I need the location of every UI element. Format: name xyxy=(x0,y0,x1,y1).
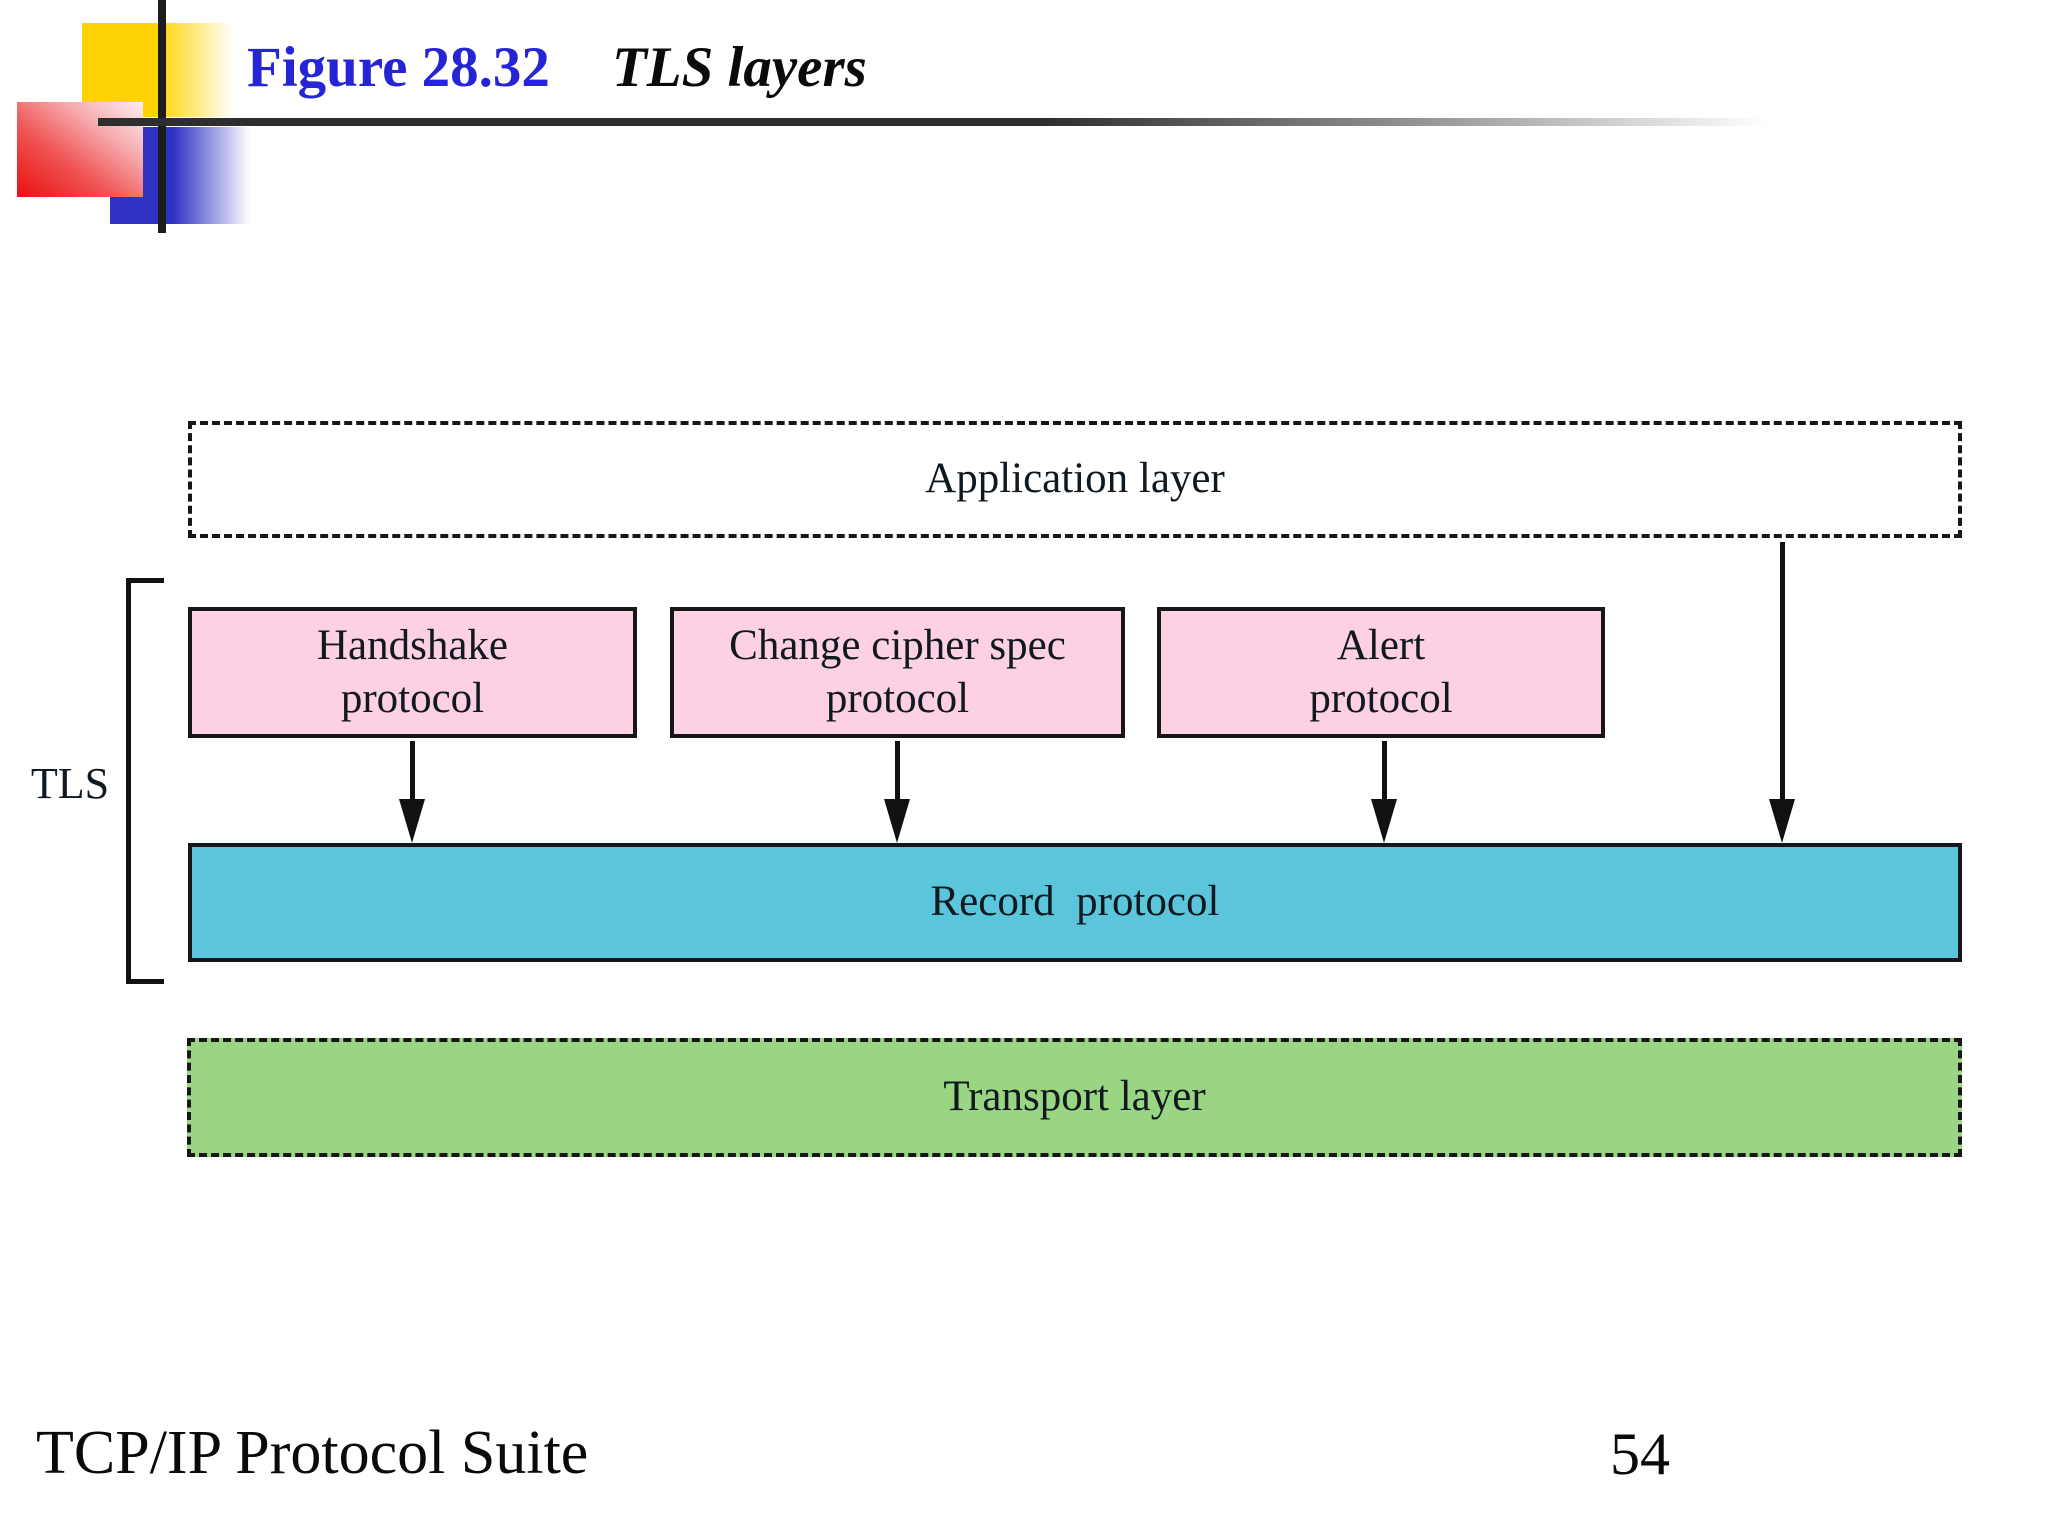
down-arrow-head-icon xyxy=(1371,799,1397,843)
handshake-protocol-box: Handshake protocol xyxy=(188,607,637,738)
arrow-alert-to-record xyxy=(1371,741,1397,843)
tls-bracket xyxy=(126,578,164,984)
handshake-protocol-label: Handshake protocol xyxy=(316,622,509,722)
down-arrow-head-icon xyxy=(1769,799,1795,843)
transport-layer-label: Transport layer xyxy=(943,1073,1206,1121)
alert-protocol-label: Alert protocol xyxy=(1309,622,1453,722)
application-layer-box: Application layer xyxy=(188,421,1962,538)
footer-page-number: 54 xyxy=(1610,1421,1670,1487)
header-rule xyxy=(98,118,1818,126)
application-layer-label: Application layer xyxy=(925,455,1225,503)
tls-label: TLS xyxy=(30,759,110,808)
arrow-changecipher-to-record xyxy=(884,741,910,843)
figure-number: Figure 28.32 xyxy=(247,36,550,99)
arrow-application-to-record xyxy=(1769,542,1795,843)
figure-title: TLS layers xyxy=(611,36,867,99)
footer-book-title: TCP/IP Protocol Suite xyxy=(36,1419,589,1487)
alert-protocol-box: Alert protocol xyxy=(1157,607,1605,738)
record-protocol-label: Record protocol xyxy=(930,878,1220,926)
down-arrow-head-icon xyxy=(884,799,910,843)
arrow-shaft xyxy=(1381,741,1387,813)
slide-title: Figure 28.32 TLS layers xyxy=(247,35,867,100)
down-arrow-head-icon xyxy=(399,799,425,843)
change-cipher-spec-protocol-box: Change cipher spec protocol xyxy=(670,607,1125,738)
logo-yellow-square xyxy=(82,23,233,117)
arrow-shaft xyxy=(894,741,900,813)
arrow-shaft xyxy=(1779,542,1785,813)
arrow-shaft xyxy=(409,741,415,813)
arrow-handshake-to-record xyxy=(399,741,425,843)
logo-vertical-line xyxy=(158,0,166,233)
change-cipher-spec-protocol-label: Change cipher spec protocol xyxy=(729,622,1066,722)
record-protocol-box: Record protocol xyxy=(188,843,1962,962)
logo-red-square xyxy=(17,102,143,197)
transport-layer-box: Transport layer xyxy=(187,1038,1962,1157)
